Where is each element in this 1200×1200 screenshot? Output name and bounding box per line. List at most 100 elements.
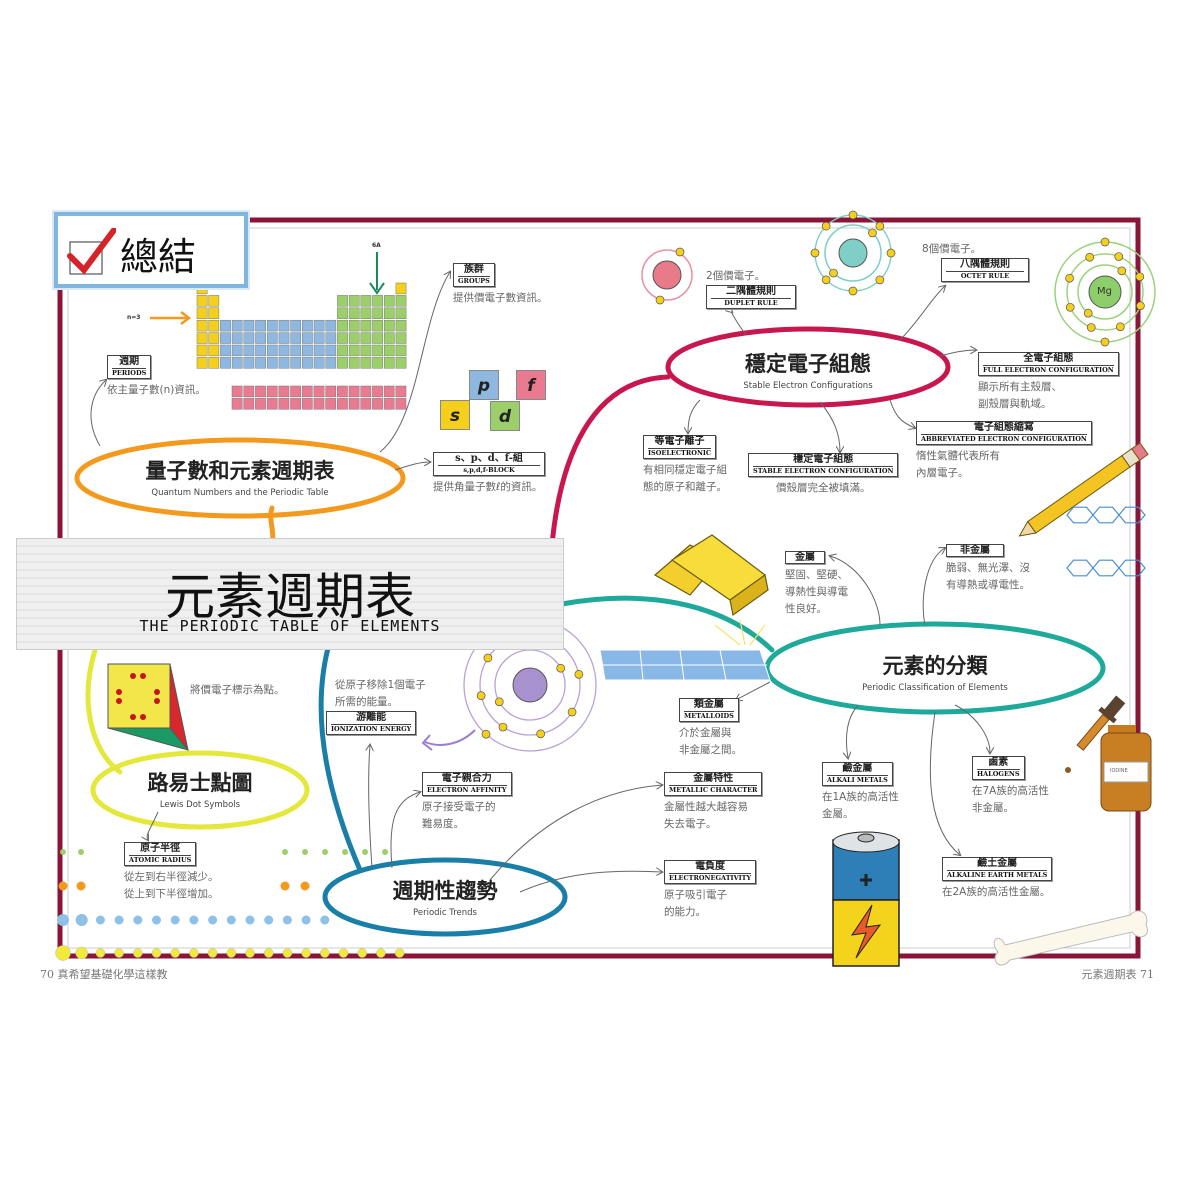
f-block-cell (243, 398, 255, 410)
electron (1100, 237, 1110, 247)
element-cell (196, 357, 208, 369)
electron (498, 722, 508, 732)
element-cell (231, 344, 243, 357)
gold-bars-illustration (653, 534, 769, 617)
element-cell (360, 295, 372, 307)
element-cell (278, 344, 290, 357)
element-cell (266, 344, 278, 357)
f-block-cell (395, 385, 407, 398)
trends-hub-ellipse (322, 857, 568, 937)
radius-dot (322, 849, 328, 855)
node-nonmetals: 非金屬脆弱、無光澤、沒 有導熱或導電性。 (946, 544, 1030, 591)
element-cell (290, 357, 302, 369)
element-cell (196, 332, 208, 344)
element-cell (220, 332, 231, 344)
element-cell (395, 307, 407, 319)
element-cell (220, 344, 231, 357)
f-block-cell (348, 385, 360, 398)
element-cell (395, 357, 407, 369)
radius-dot (55, 945, 71, 961)
hexagon-ring (1066, 559, 1094, 577)
element-cell (348, 307, 360, 319)
radius-dot (357, 948, 367, 958)
battery-illustration (832, 831, 900, 967)
radius-dot (60, 849, 66, 855)
f-block-cell (266, 385, 278, 398)
f-block-cell (301, 385, 313, 398)
element-cell (337, 357, 348, 369)
element-cell (348, 357, 360, 369)
element-cell (196, 307, 208, 319)
electron (848, 210, 858, 220)
f-block-cell (313, 385, 325, 398)
electron (1136, 301, 1145, 311)
banner-title: 元素週期表 (165, 568, 415, 626)
electron (829, 268, 838, 278)
element-cell (196, 344, 208, 357)
dropper-illustration (1076, 695, 1126, 751)
element-cell (348, 344, 360, 357)
element-cell (383, 357, 395, 369)
element-cell (383, 307, 395, 319)
f-block-cell (231, 398, 243, 410)
node-metals: 金屬堅固、堅硬、 導熱性與導電 性良好。 (785, 551, 848, 615)
radius-dot (245, 948, 255, 958)
molecular-network-illustration (1066, 506, 1146, 577)
element-cell (208, 357, 220, 369)
radius-dot (362, 849, 368, 855)
radius-dot (75, 914, 88, 926)
electron (810, 248, 820, 258)
element-cell (231, 357, 243, 369)
radius-dot (58, 881, 68, 891)
element-cell (395, 332, 407, 344)
f-block-cell (231, 385, 243, 398)
element-cell (313, 357, 325, 369)
radius-dot (170, 915, 180, 925)
f-block-cell (337, 385, 348, 398)
element-cell (372, 332, 383, 344)
element-cell (395, 282, 407, 295)
electron (875, 275, 885, 285)
element-cell (243, 344, 255, 357)
radius-dot (95, 948, 106, 958)
lewis-hub-ellipse (90, 750, 310, 830)
hexagon-ring (1118, 559, 1146, 577)
f-block-cell (290, 385, 301, 398)
f-block-cell (278, 385, 290, 398)
iodine-label: IODINE (1110, 768, 1128, 774)
duplet-atom-illustration (641, 247, 693, 305)
radius-dot (75, 946, 88, 960)
f-block-cell (383, 385, 395, 398)
f-block-cell (325, 398, 337, 410)
element-cell (325, 319, 337, 332)
summary-title: 總結 (120, 235, 197, 279)
element-cell (220, 319, 231, 332)
element-cell (372, 319, 383, 332)
element-cell (196, 319, 208, 332)
element-cell (278, 332, 290, 344)
f-block-cell (290, 398, 301, 410)
radius-dot (245, 915, 255, 925)
radius-dot (320, 948, 330, 958)
electron (848, 286, 858, 296)
f-block-cell (255, 385, 266, 398)
hexagon-ring (1092, 506, 1120, 524)
element-cell (325, 357, 337, 369)
element-cell (313, 344, 325, 357)
element-cell (231, 332, 243, 344)
element-cell (255, 357, 266, 369)
f-block-cell (348, 398, 360, 410)
element-cell (313, 319, 325, 332)
radius-dot (320, 915, 330, 925)
element-cell (383, 295, 395, 307)
radius-dot (207, 948, 218, 958)
node-lewis-note: 將價電子標示為點。 (190, 684, 285, 696)
element-cell (383, 344, 395, 357)
